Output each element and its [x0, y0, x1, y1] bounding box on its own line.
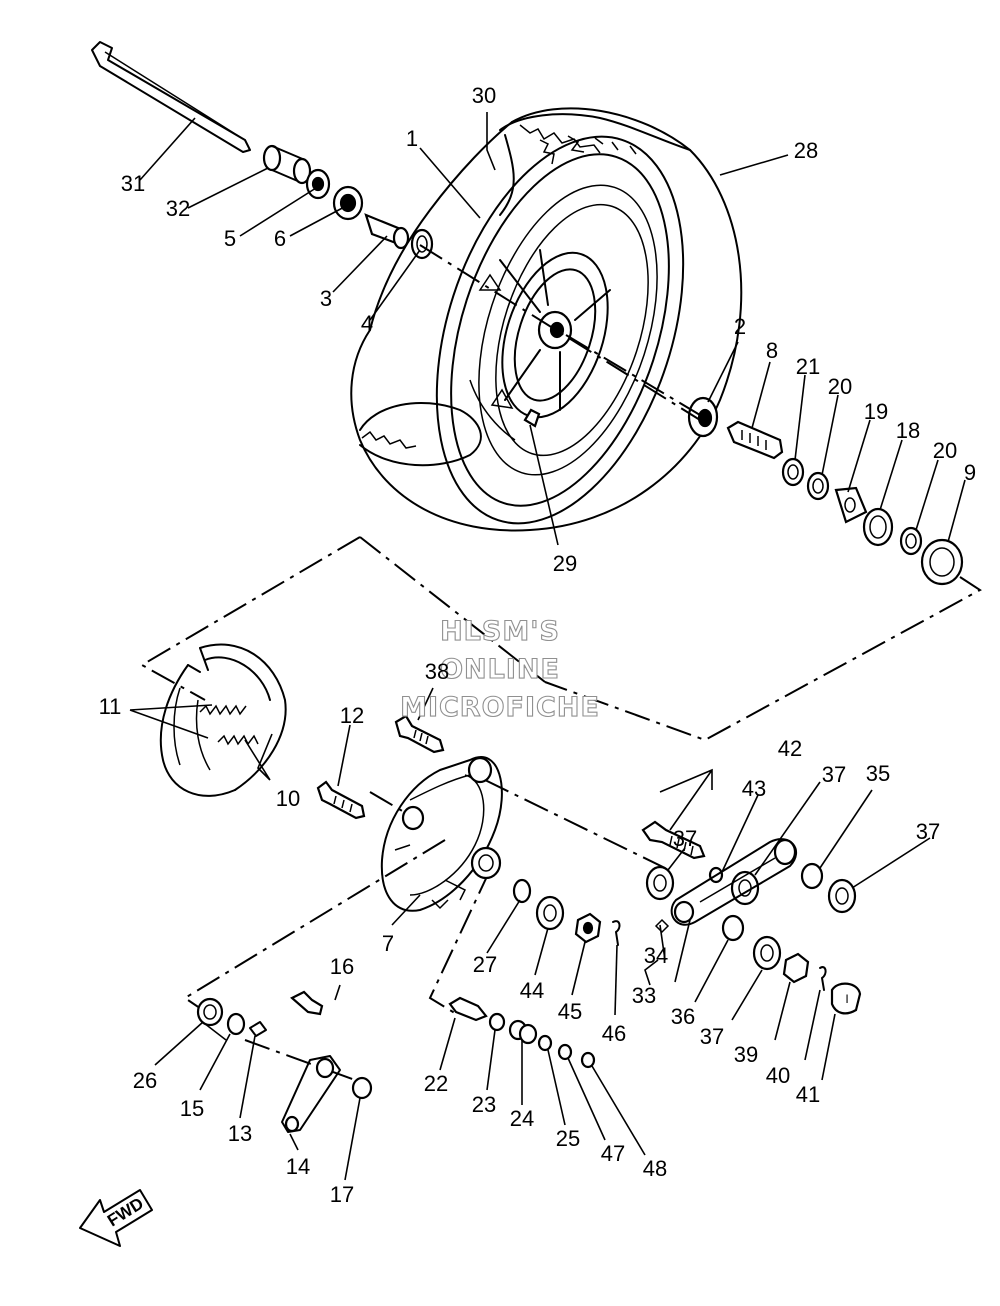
axle-parts [91, 41, 434, 260]
callout-48: 48 [643, 1156, 667, 1181]
callout-19: 19 [864, 399, 888, 424]
callout-31: 31 [121, 171, 145, 196]
callout-32: 32 [166, 196, 190, 221]
brake-plate [316, 714, 503, 912]
callout-30: 30 [472, 83, 496, 108]
callout-12: 12 [340, 703, 364, 728]
watermark-line-3: MICROFICHE [400, 692, 600, 723]
callout-26: 26 [133, 1068, 157, 1093]
callout-3: 3 [320, 286, 332, 311]
callout-37d: 37 [700, 1024, 724, 1049]
callout-25: 25 [556, 1126, 580, 1151]
callout-20b: 20 [933, 438, 957, 463]
callout-23: 23 [472, 1092, 496, 1117]
callout-33: 33 [632, 983, 656, 1008]
callout-10: 10 [276, 786, 300, 811]
callout-45: 45 [558, 999, 582, 1024]
callout-13: 13 [228, 1121, 252, 1146]
watermark-line-2: ONLINE [440, 654, 560, 685]
callout-34: 34 [644, 943, 668, 968]
forward-direction-arrow: FWD [79, 1189, 153, 1247]
callout-41: 41 [796, 1082, 820, 1107]
callout-39: 39 [734, 1042, 758, 1067]
callout-37b: 37 [673, 826, 697, 851]
callout-4: 4 [361, 311, 373, 336]
callout-1: 1 [406, 126, 418, 151]
callout-24: 24 [510, 1106, 534, 1131]
callout-43: 43 [742, 776, 766, 801]
center-lines [139, 244, 982, 1081]
callout-17: 17 [330, 1182, 354, 1207]
tire [350, 107, 743, 532]
callout-27: 27 [473, 952, 497, 977]
callout-18: 18 [896, 418, 920, 443]
callout-29: 29 [553, 551, 577, 576]
callout-38: 38 [425, 659, 449, 684]
callout-44: 44 [520, 978, 544, 1003]
axle-31 [91, 41, 251, 153]
callout-37a: 37 [822, 762, 846, 787]
svg-text:I: I [845, 992, 848, 1006]
callout-16: 16 [330, 954, 354, 979]
leader-lines [129, 112, 966, 1181]
watermark: HLSM'S ONLINE MICROFICHE [400, 615, 600, 723]
rim [435, 135, 685, 525]
callout-11: 11 [99, 694, 122, 719]
valve [523, 408, 541, 428]
hub-parts-right [687, 396, 964, 586]
callout-2: 2 [734, 314, 746, 339]
callout-9: 9 [964, 460, 976, 485]
callout-47: 47 [601, 1141, 625, 1166]
callout-22: 22 [424, 1071, 448, 1096]
small-parts: I [196, 820, 862, 1133]
wheel-assembly [350, 107, 743, 532]
callout-7: 7 [382, 931, 394, 956]
callout-46: 46 [602, 1021, 626, 1046]
callout-28: 28 [794, 138, 818, 163]
callout-37c: 37 [916, 819, 940, 844]
callout-36: 36 [671, 1004, 695, 1029]
callout-21: 21 [796, 354, 820, 379]
callout-6: 6 [274, 226, 286, 251]
callout-14: 14 [286, 1154, 310, 1179]
callout-35: 35 [866, 761, 890, 786]
callout-8: 8 [766, 338, 778, 363]
callout-labels: 1 2 3 4 5 6 7 8 9 10 11 12 13 14 15 16 1… [99, 83, 977, 1207]
callout-42: 42 [778, 736, 802, 761]
callout-15: 15 [180, 1096, 204, 1121]
callout-40: 40 [766, 1063, 790, 1088]
brake-shoes [159, 643, 287, 797]
callout-20a: 20 [828, 374, 852, 399]
watermark-line-1: HLSM'S [440, 616, 560, 647]
callout-5: 5 [224, 226, 236, 251]
